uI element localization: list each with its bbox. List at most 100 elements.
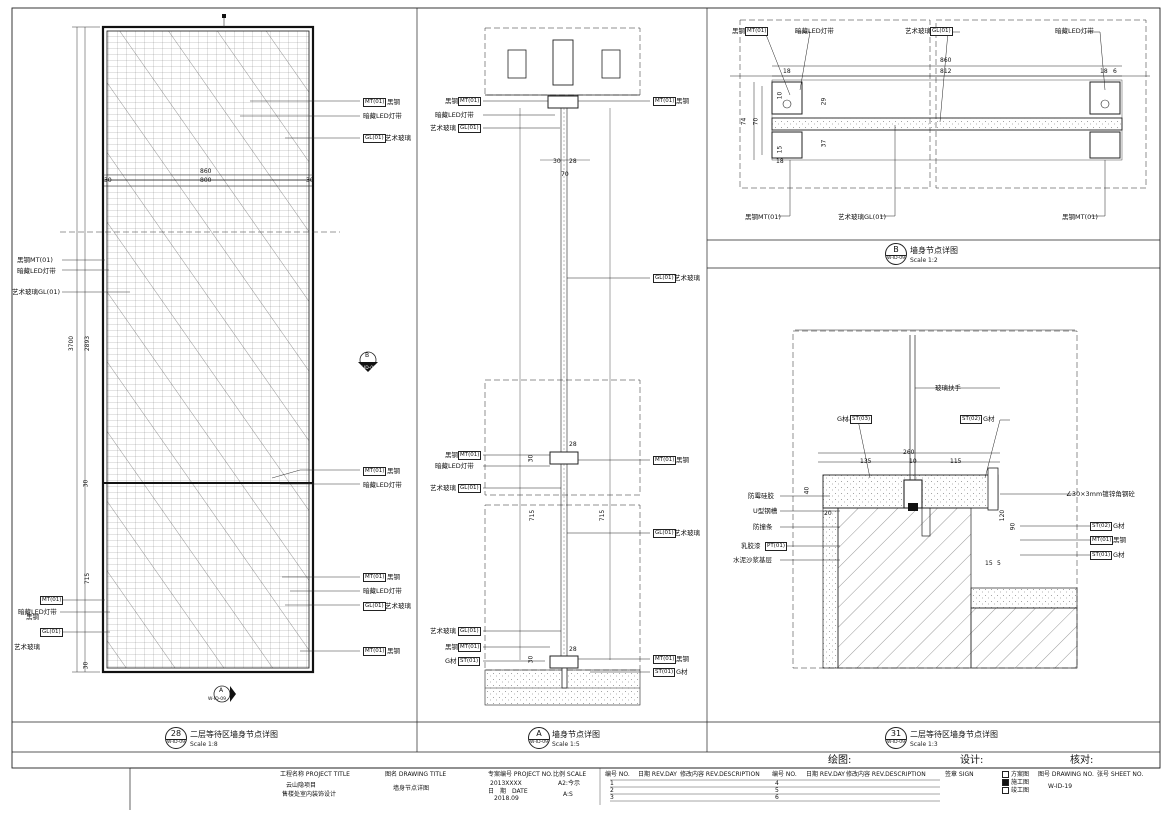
d28-label-left-mt: 黑钢MT(01) (17, 256, 53, 264)
d28-dim-30a: 30 (104, 177, 112, 184)
tb-stage-1-label: 施工图 (1011, 779, 1030, 786)
tb-rev-h1: 日期 REV.DAY (638, 771, 677, 778)
db-label-tl-black: 黑钢 (732, 27, 745, 35)
da-label-b-art: 艺术玻璃 (430, 627, 456, 635)
da-title: 墙身节点详图 (552, 730, 600, 739)
tb-project-line1: 云山隐项目 (286, 782, 317, 789)
db-tag-t-gl: GL(01) (930, 27, 953, 36)
tb-a-scale: A:S (563, 791, 573, 798)
d31-tag-r-st02: ST(02) (1090, 522, 1113, 531)
da-tag-r-gl: GL(01) (653, 274, 676, 283)
stage-checkbox-asbuilt[interactable] (1002, 787, 1009, 794)
tb-drawing-title: 墙身节点详图 (393, 785, 430, 792)
da-tag-t-mt: MT(01) (458, 97, 482, 106)
db-dim-37: 37 (820, 139, 828, 148)
d31-title: 二层等待区墙身节点详图 (910, 730, 998, 739)
d31-dim-115: 115 (950, 458, 962, 465)
da-tag-b-gl: GL(01) (458, 627, 481, 636)
da-label-r-black: 黑钢 (676, 97, 689, 105)
db-label-tr-led: 暗藏LED灯带 (1055, 27, 1094, 35)
title-block-lines (129, 767, 1160, 810)
d28-dim-715: 715 (84, 572, 92, 585)
tb-pno-value: 2013XXXX (490, 780, 522, 787)
d31-tag-g-left: ST(03) (850, 415, 873, 424)
tb-stage-1[interactable]: 施工图 (1002, 779, 1029, 786)
d28-dim-3700: 3700 (68, 335, 76, 352)
d28-label-rb-black2: 黑钢 (387, 647, 400, 655)
db-callout-circle: B W-ID-09 (885, 243, 907, 265)
da-tag-m-mt: MT(01) (458, 451, 482, 460)
signoff-check: 核对: (1070, 755, 1094, 766)
da-dim-28c: 28 (569, 646, 577, 653)
da-label-b-g: G材 (445, 657, 457, 665)
d28-callout-number: 28 (170, 729, 182, 738)
d31-label-g-right: G材 (983, 415, 995, 423)
d28-label-rb-art: 艺术玻璃 (385, 602, 411, 610)
da-label-t-led: 暗藏LED灯带 (435, 111, 474, 119)
tb-drawing-no-label: 图号 DRAWING NO. (1038, 771, 1094, 778)
db-dim-15: 15 (776, 145, 784, 154)
signoff-draw: 绘图: (828, 755, 852, 766)
db-dim-18c: 18 (776, 158, 784, 165)
d31-label-handrail: 玻璃扶手 (935, 384, 961, 392)
da-dim-28: 28 (569, 158, 577, 165)
da-tag-lr-gl: GL(01) (653, 529, 676, 538)
d31-label-angle: ∠30×3mm镀锌角钢砼 (1066, 490, 1135, 498)
d31-label-r-g1: G材 (1113, 522, 1125, 530)
d28-tag-rb-mt2: MT(01) (363, 647, 387, 656)
d31-dim-120: 120 (999, 509, 1007, 522)
tb-scale-value: A2:今示 (558, 780, 580, 787)
detail-28-elevation (60, 14, 378, 703)
da-tag-br-st: ST(01) (653, 668, 676, 677)
d31-dim-260: 260 (903, 449, 915, 456)
stage-checkbox-construction[interactable] (1002, 779, 1009, 786)
d28-label-lb-art: 艺术玻璃 (14, 643, 40, 651)
d28-dim-30b: 30 (82, 661, 90, 670)
tb-rev-h6: 签章 SIGN (945, 771, 974, 778)
d28-section-a-letter: A (219, 687, 224, 694)
d28-label-lb-led: 暗藏LED灯带 (18, 608, 57, 616)
da-label-br-g: G材 (676, 668, 688, 676)
d28-tag-rb-mt1: MT(01) (363, 573, 387, 582)
stage-checkbox-scheme[interactable] (1002, 771, 1009, 778)
tb-stage-2[interactable]: 竣工图 (1002, 787, 1029, 794)
d28-dim-30b: 30 (306, 177, 314, 184)
tb-project-line2: 售楼处室内装饰设计 (282, 791, 337, 798)
tb-drawing-label: 图名 DRAWING TITLE (385, 771, 447, 778)
db-dim-10: 10 (776, 91, 784, 100)
d28-tag-rb-gl: GL(01) (363, 602, 386, 611)
d28-callout-sheet: W-ID-09 (166, 739, 186, 745)
d31-dim-90: 90 (1009, 522, 1017, 531)
tb-rev-n6: 6 (775, 794, 779, 801)
da-dim-715a: 715 (529, 509, 537, 522)
da-label-t-art: 艺术玻璃 (430, 124, 456, 132)
tb-rev-n2: 2 (610, 787, 614, 794)
d28-section-a-ref: W-ID-09 (208, 697, 227, 702)
db-dim-18b: 18 (1100, 68, 1108, 75)
db-dim-18a: 18 (783, 68, 791, 75)
d28-label-left-gl: 艺术玻璃GL(01) (12, 288, 61, 296)
da-label-lr-art: 艺术玻璃 (674, 529, 700, 537)
tb-sheet-no-label: 张号 SHEET NO. (1097, 771, 1144, 778)
db-dim-29: 29 (820, 97, 828, 106)
tb-rev-n1: 1 (610, 780, 614, 787)
da-label-t-black: 黑钢 (445, 97, 458, 105)
d28-dim-800: 800 (200, 177, 212, 184)
da-label-m-black: 黑钢 (445, 451, 458, 459)
tb-stage-0[interactable]: 方案图 (1002, 771, 1029, 778)
da-label-mr-black: 黑钢 (676, 456, 689, 464)
d28-label-black-steel-top: 黑钢 (387, 98, 400, 106)
d28-dim-860: 860 (200, 168, 212, 175)
d31-label-mould: 防霉硅胶 (748, 492, 774, 500)
signoff-design: 设计: (960, 755, 984, 766)
tb-rev-h5: 修改内容 REV.DESCRIPTION (846, 771, 926, 778)
tb-project-label: 工程名称 PROJECT TITLE (280, 771, 350, 778)
db-scale: Scale 1:2 (910, 257, 938, 264)
d28-tag-mt-top: MT(01) (363, 98, 387, 107)
tb-rev-n4: 4 (775, 780, 779, 787)
d28-label-art-glass-top: 艺术玻璃 (385, 134, 411, 142)
tb-rev-h3: 编号 NO. (772, 771, 797, 778)
db-tag-tl-mt: MT(01) (745, 27, 769, 36)
d28-label-led-top: 暗藏LED灯带 (363, 112, 402, 120)
